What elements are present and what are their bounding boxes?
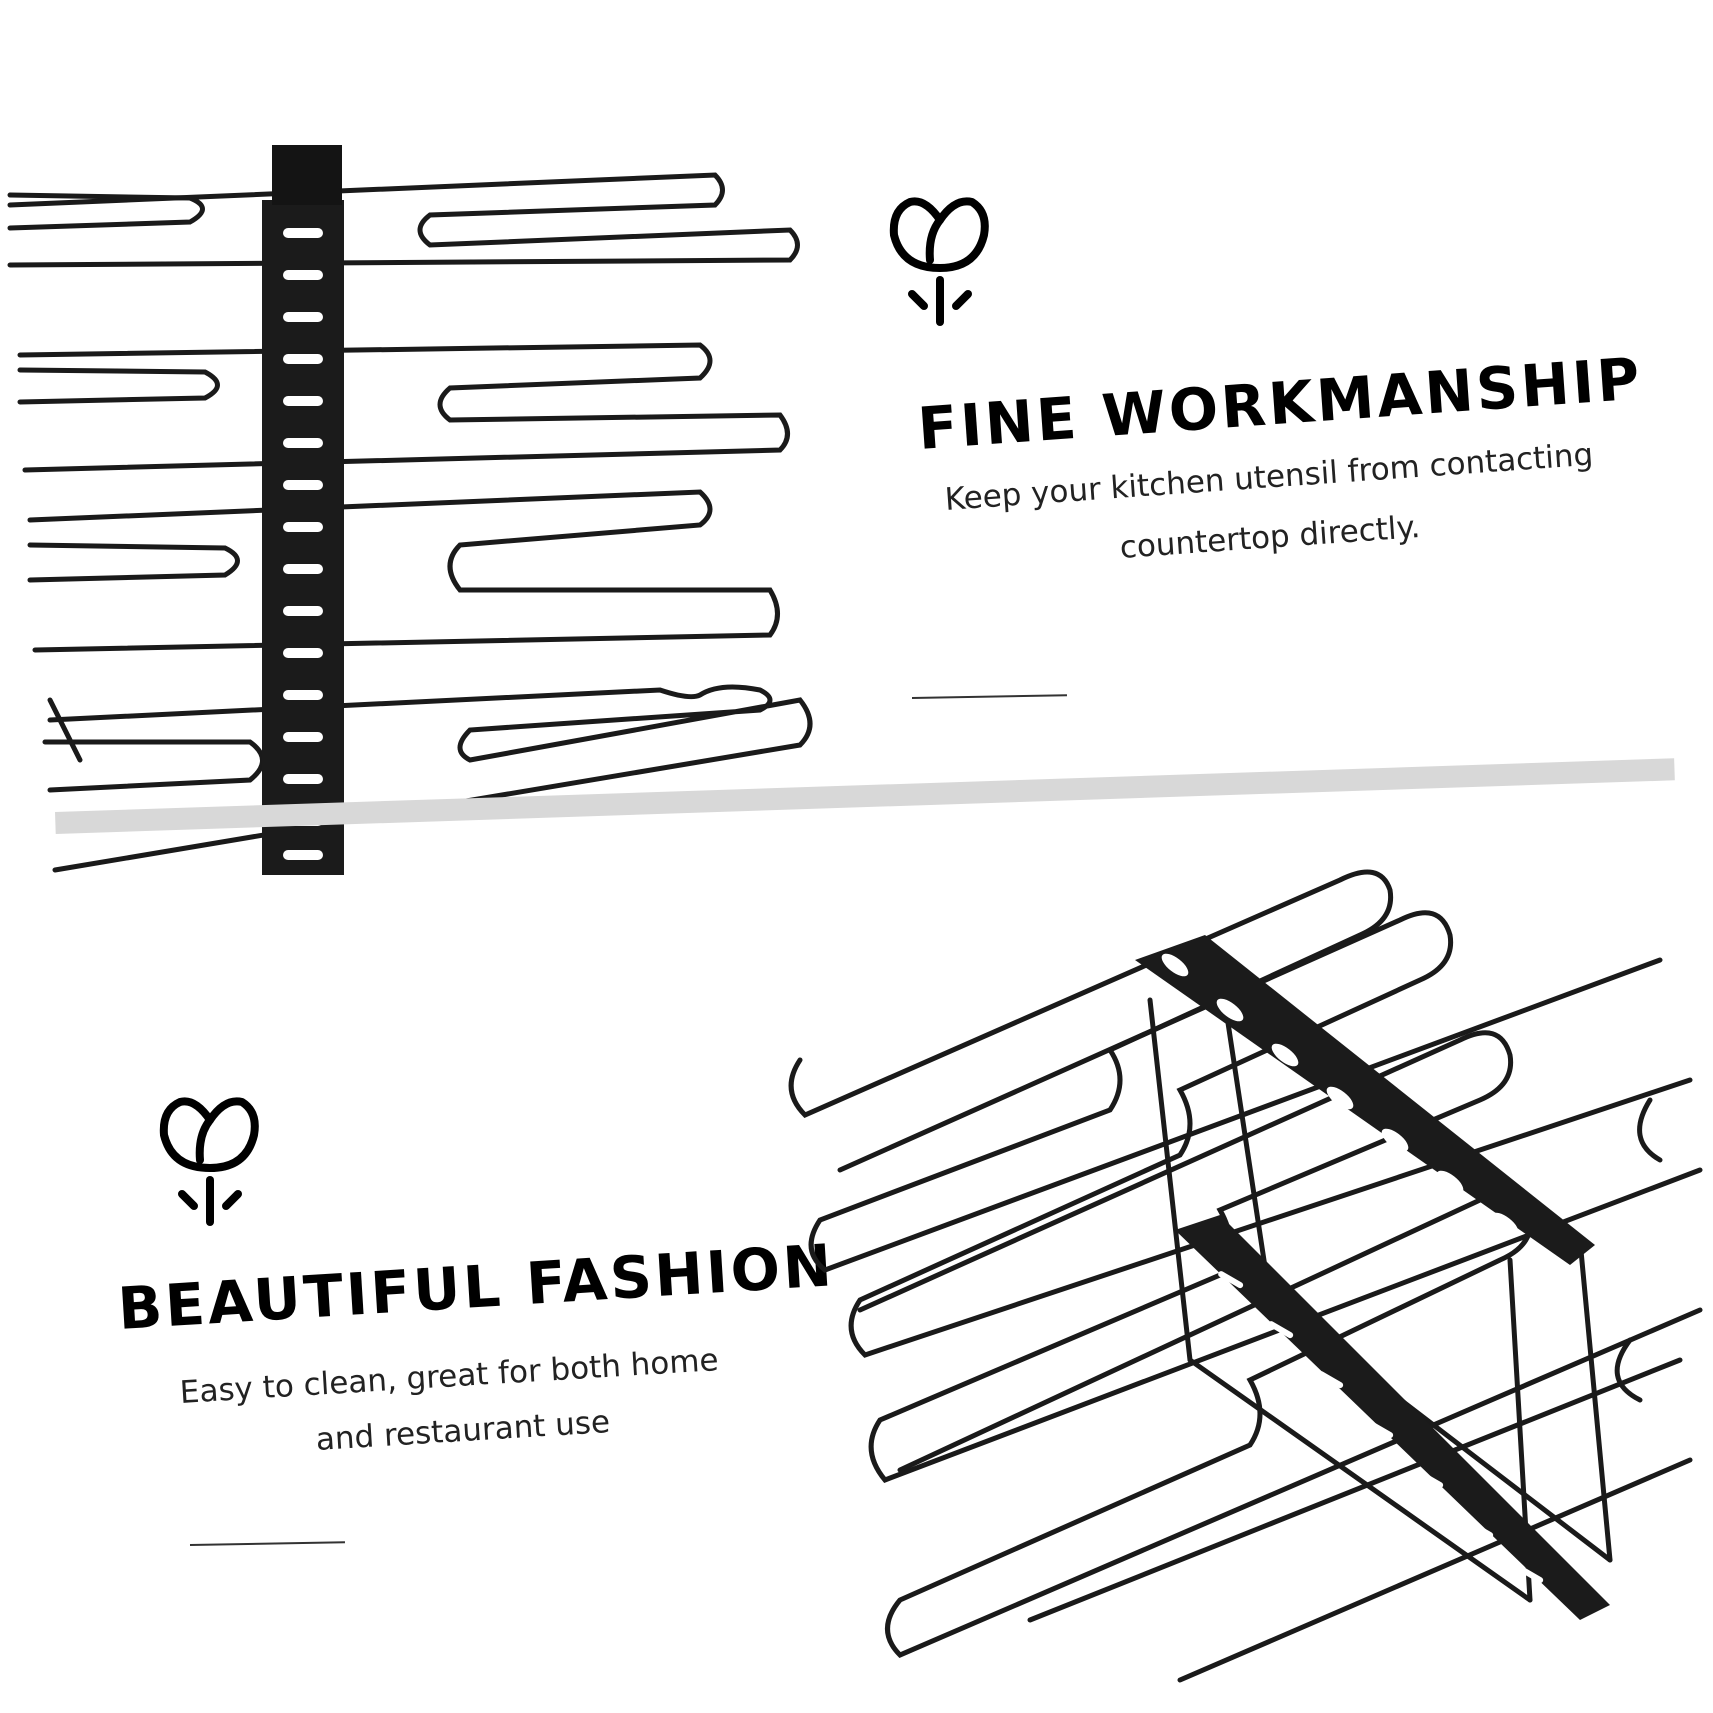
panel-description-line-2: and restaurant use: [314, 1404, 612, 1458]
decorative-rule: [189, 1541, 345, 1546]
pan-rack-front-view: [7, 145, 813, 875]
top-panel: FINE WORKMANSHIP Keep your kitchen utens…: [7, 145, 1645, 875]
panel-description-line-1: Easy to clean, great for both home: [178, 1342, 720, 1411]
rack-bar-top: [1135, 935, 1595, 1265]
bottom-panel: BEAUTIFUL FASHION Easy to clean, great f…: [0, 820, 1713, 1713]
panel-description-line-2: countertop directly.: [1118, 509, 1422, 566]
rack-bar-bottom: [1175, 1215, 1610, 1620]
panel-headline: BEAUTIFUL FASHION: [115, 1231, 837, 1343]
tulip-icon: [889, 197, 989, 326]
decorative-rule: [911, 694, 1067, 699]
rack-bar-vertical: [262, 145, 344, 875]
tulip-icon: [159, 1097, 259, 1226]
pan-rack-angled-view: [788, 869, 1703, 1683]
